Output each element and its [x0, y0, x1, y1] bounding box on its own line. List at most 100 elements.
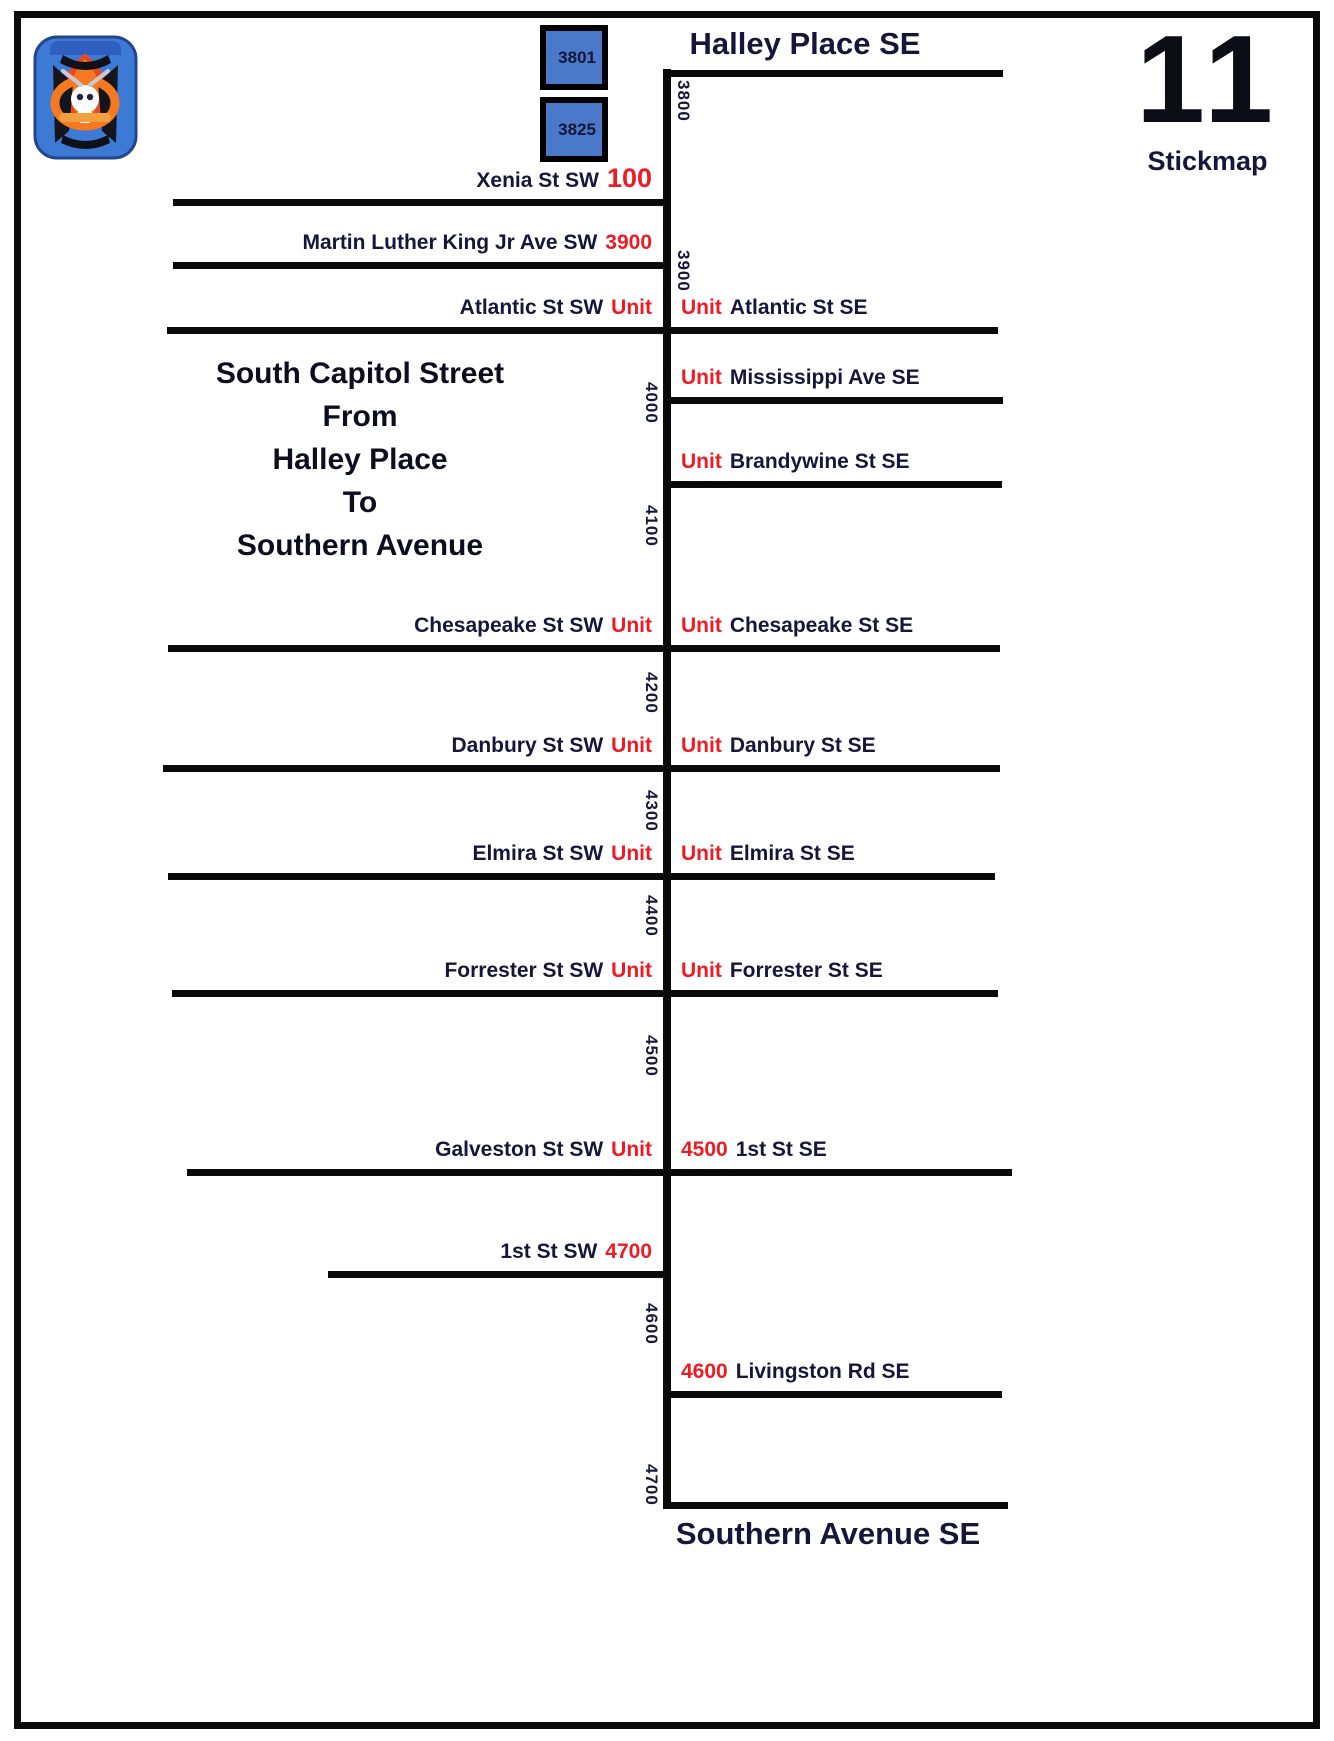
cross-street-label-right: 4500 1st St SE	[681, 1135, 827, 1165]
bottom-street-label: Southern Avenue SE	[675, 1516, 981, 1551]
cross-street-line	[663, 397, 1003, 404]
cross-street-label-left: Xenia St SW 100	[476, 163, 652, 193]
cross-street-label-left: 1st St SW 4700	[500, 1237, 652, 1267]
address-box-number: 3801	[558, 47, 596, 67]
street-name: Galveston St SW	[435, 1138, 604, 1161]
street-name: Xenia St SW	[476, 169, 599, 192]
cross-street-label-left: Galveston St SW Unit	[435, 1135, 652, 1165]
title-line: From	[322, 400, 398, 433]
cross-street-label-right: Unit Atlantic St SE	[681, 293, 868, 323]
orange-ring	[50, 75, 120, 131]
hose-band	[59, 113, 111, 122]
crossed-tools-icon	[61, 69, 110, 87]
block-number: 3900	[674, 250, 693, 292]
map-subtitle: Stickmap	[1147, 146, 1268, 176]
street-address-value: Unit	[611, 1138, 652, 1161]
cross-street-label-right: Unit Forrester St SE	[681, 956, 883, 986]
street-address-value: Unit	[681, 296, 722, 319]
street-name: 1st St SW	[500, 1240, 598, 1263]
street-address-value: Unit	[611, 614, 652, 637]
street-address-value: 4500	[681, 1138, 728, 1161]
block-number: 4600	[642, 1303, 661, 1345]
cross-street-line	[167, 327, 998, 334]
street-name: Danbury St SW	[451, 734, 604, 757]
street-address-value: Unit	[611, 842, 652, 865]
address-box-number: 3825	[558, 119, 596, 139]
cross-street-label-right: Unit Chesapeake St SE	[681, 611, 913, 641]
cross-street-line	[173, 262, 671, 269]
cross-street-label-right: 4600 Livingston Rd SE	[681, 1357, 910, 1387]
banner-bottom	[61, 135, 110, 149]
street-name: Livingston Rd SE	[735, 1360, 910, 1383]
cross-street-label-right: Unit Elmira St SE	[681, 839, 855, 869]
street-name: 1st St SE	[735, 1138, 827, 1161]
street-address-value: Unit	[681, 614, 722, 637]
street-name: Atlantic St SE	[729, 296, 868, 319]
street-address-value: Unit	[611, 734, 652, 757]
cross-street-label-right: Unit Danbury St SE	[681, 731, 876, 761]
street-name: Chesapeake St SW	[414, 614, 604, 637]
cross-street-label-left: Danbury St SW Unit	[451, 731, 652, 761]
cross-street-label-left: Chesapeake St SW Unit	[414, 611, 652, 641]
cross-street-line	[168, 645, 1000, 652]
title-line: Southern Avenue	[236, 529, 484, 562]
street-address-value: Unit	[681, 842, 722, 865]
cross-street-line	[328, 1271, 671, 1278]
address-box: 3801	[540, 25, 608, 90]
cross-street-label-left: Martin Luther King Jr Ave SW 3900	[302, 228, 652, 258]
cross-street-line	[172, 990, 998, 997]
street-address-value: 3900	[605, 231, 652, 254]
title-line: Halley Place	[272, 443, 448, 476]
block-number: 3800	[674, 80, 693, 122]
cross-street-label-right: Unit Brandywine St SE	[681, 447, 910, 477]
street-name: Mississippi Ave SE	[729, 366, 920, 389]
street-name: Forrester St SW	[444, 959, 604, 982]
cross-street-line	[663, 1391, 1002, 1398]
cross-street-label-left: Atlantic St SW Unit	[460, 293, 652, 323]
cross-street-line	[163, 765, 1000, 772]
cross-street-line	[173, 199, 671, 206]
street-name: Danbury St SE	[729, 734, 876, 757]
skull	[71, 85, 99, 113]
cross-street-line	[187, 1169, 1012, 1176]
banner-top	[60, 55, 111, 70]
street-address-value: Unit	[681, 959, 722, 982]
map-number: 11	[1135, 11, 1280, 149]
address-box: 3825	[540, 97, 608, 162]
page-border	[14, 11, 1320, 1729]
street-address-value: 4600	[681, 1360, 728, 1383]
bottom-street-line	[663, 1502, 1008, 1509]
top-street-label: Halley Place SE	[689, 26, 921, 61]
street-address-value: Unit	[611, 959, 652, 982]
skull-eye-left	[76, 93, 84, 101]
street-address-value: Unit	[681, 366, 722, 389]
skull-eye-right	[86, 93, 94, 101]
block-number: 4000	[642, 382, 661, 424]
block-number: 4500	[642, 1035, 661, 1077]
street-address-value: 100	[606, 163, 652, 193]
main-street-line	[663, 69, 671, 1509]
street-address-value: 4700	[605, 1240, 652, 1263]
street-name: Elmira St SE	[729, 842, 855, 865]
street-name: Martin Luther King Jr Ave SW	[302, 231, 598, 254]
block-number: 4200	[642, 672, 661, 714]
top-street-line	[663, 70, 1003, 77]
map-title: South Capitol Street From Halley Place T…	[150, 352, 570, 567]
title-line: South Capitol Street	[215, 357, 505, 390]
title-line: To	[342, 486, 378, 519]
block-number: 4100	[642, 505, 661, 547]
cross-street-label-left: Forrester St SW Unit	[444, 956, 652, 986]
street-address-value: Unit	[681, 734, 722, 757]
street-name: Chesapeake St SE	[729, 614, 914, 637]
crest-top-band	[50, 41, 121, 55]
street-name: Brandywine St SE	[729, 450, 910, 473]
street-address-value: Unit	[611, 296, 652, 319]
block-number: 4400	[642, 895, 661, 937]
block-number: 4700	[642, 1464, 661, 1506]
block-number: 4300	[642, 790, 661, 832]
cross-street-label-right: Unit Mississippi Ave SE	[681, 363, 920, 393]
street-address-value: Unit	[681, 450, 722, 473]
street-name: Forrester St SE	[729, 959, 883, 982]
street-name: Atlantic St SW	[459, 296, 604, 319]
